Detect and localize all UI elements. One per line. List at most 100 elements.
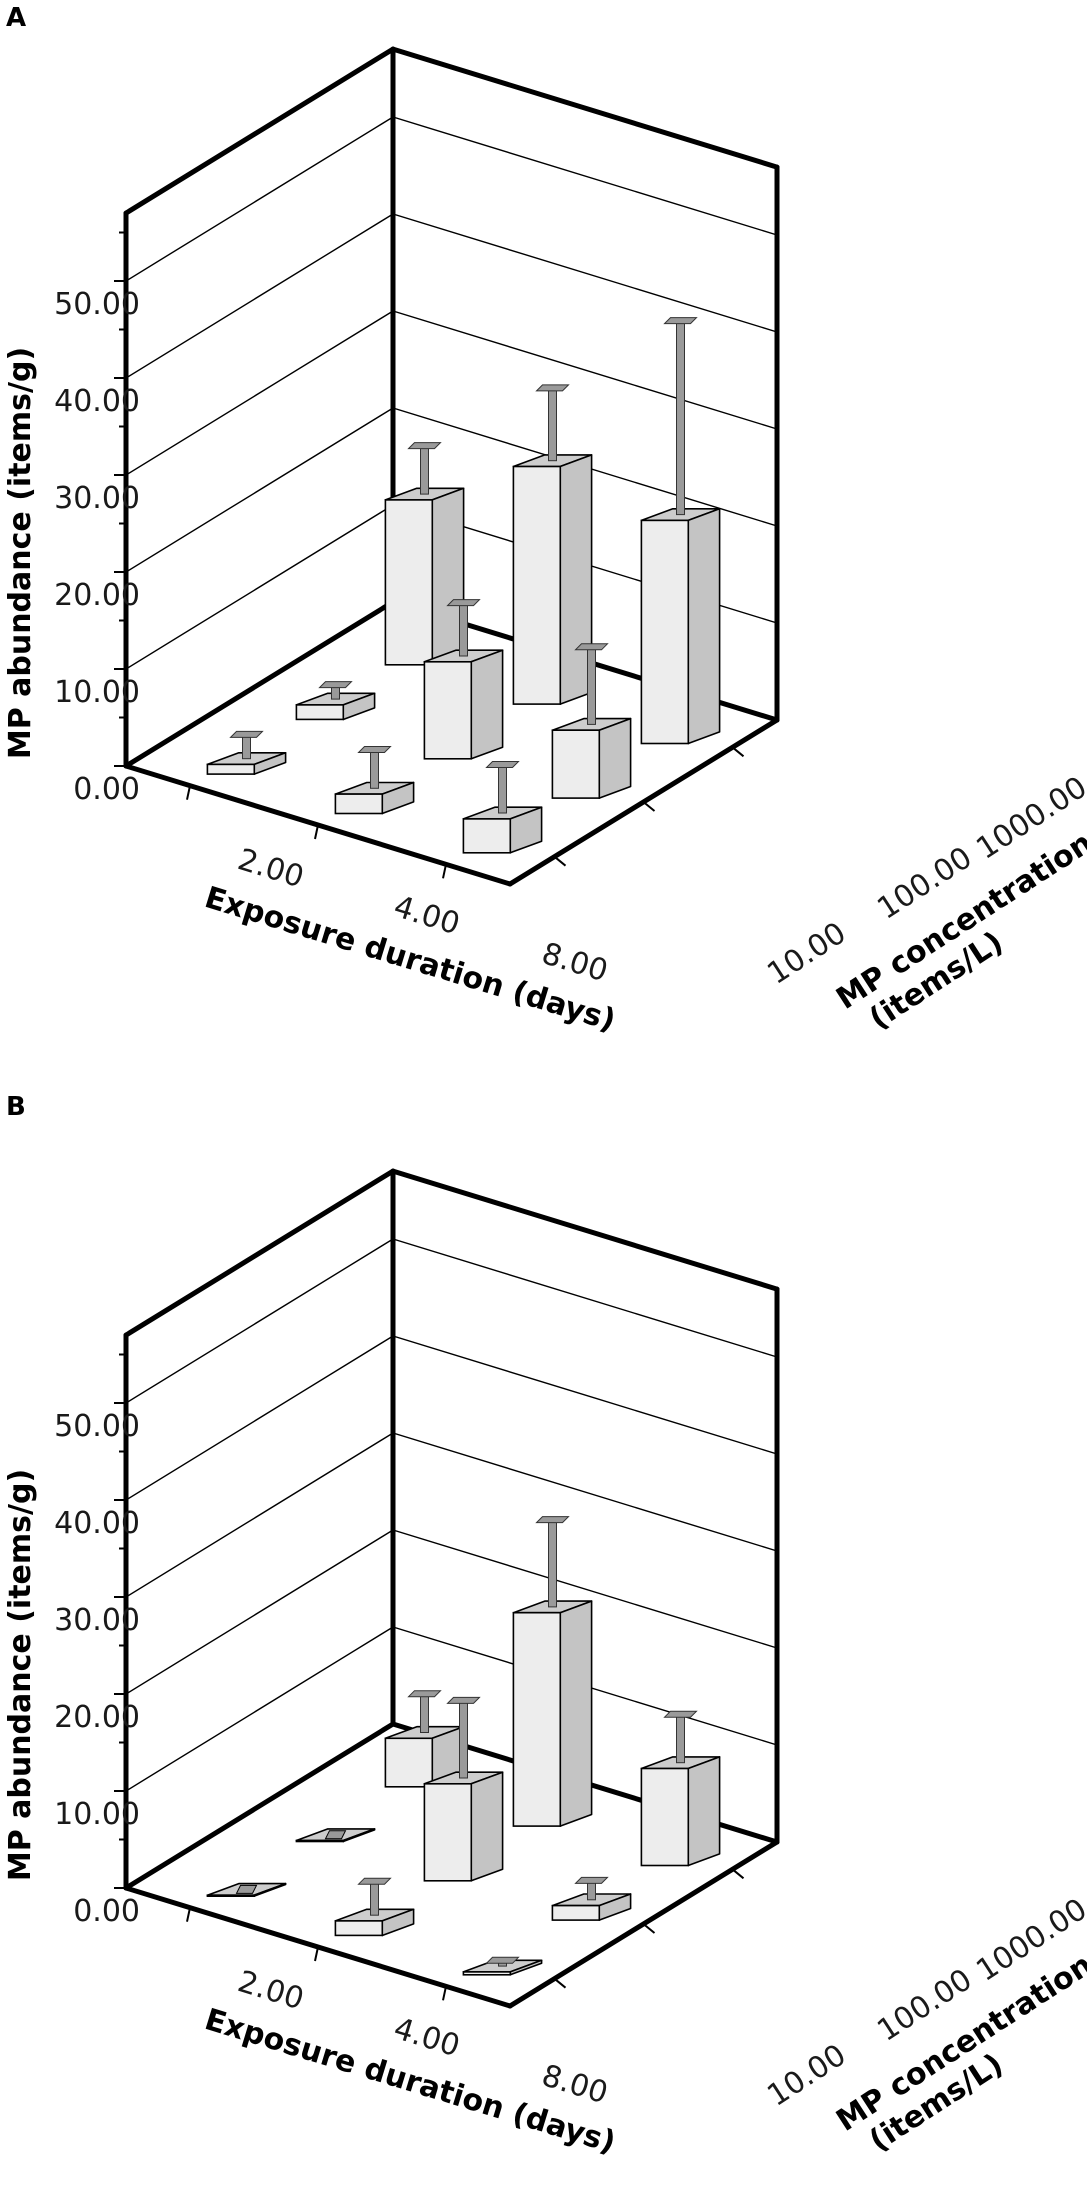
bar-4.00-days-10.00 [334, 1877, 415, 1937]
bar-4.00-days-1000.00 [512, 1516, 593, 1827]
x-tick-label: 8.00 [538, 2058, 612, 2111]
bar-2.00-days-1000.00 [384, 1690, 465, 1788]
bar-front [512, 1611, 562, 1827]
bar-side [687, 1756, 721, 1867]
error-bar-stem [676, 320, 685, 516]
z-tick-mark [731, 1868, 745, 1880]
error-bar-cap [535, 1516, 570, 1524]
error-bar [535, 384, 570, 462]
bar-front [423, 1782, 473, 1882]
bar-front [462, 1971, 512, 1976]
bar-side [598, 717, 632, 799]
error-bar-cap [663, 317, 698, 325]
x-tick-mark [442, 1986, 447, 2001]
error-bar-cap [574, 1876, 609, 1884]
x-tick-mark [314, 824, 319, 840]
bar-8.00-days-1000.00 [640, 317, 721, 745]
error-bar [574, 643, 609, 725]
bar-front [551, 1904, 601, 1921]
error-bar [485, 1956, 520, 1967]
error-bar [407, 1690, 442, 1734]
bar-8.00-days-100.00 [551, 643, 632, 799]
y-tick-label: 0.00 [73, 1894, 140, 1929]
bar-2.00-days-10.00 [206, 730, 287, 775]
x-tick-label: 2.00 [234, 842, 308, 895]
bar-side [470, 649, 504, 760]
y-tick-label: 0.00 [73, 772, 140, 807]
value-marker [324, 1830, 347, 1840]
bar-side [687, 507, 721, 745]
error-bar-stem [420, 445, 429, 495]
error-bar [229, 730, 264, 760]
error-bar-stem [548, 387, 557, 462]
z-tick-mark [731, 746, 745, 758]
y-axis-ticks: 0.00 10.00 20.00 30.00 40.00 50.00 [54, 1409, 140, 1929]
panel-letter: B [6, 1092, 26, 1122]
error-bar [446, 1696, 481, 1779]
error-bar-cap [574, 643, 609, 651]
x-tick-label: 8.00 [538, 936, 612, 989]
bar-4.00-days-10.00 [334, 746, 415, 815]
bar-2.00-days-100.00 [295, 1828, 376, 1843]
x-tick-mark [442, 864, 447, 879]
frame-edge [390, 1168, 780, 1292]
z-tick-mark [642, 1923, 656, 1934]
error-bar [357, 1877, 392, 1916]
bars-group [206, 1516, 721, 1976]
z-tick-mark [553, 855, 567, 867]
z-tick-label: 10.00 [761, 916, 852, 992]
error-bar [446, 599, 481, 657]
bar-8.00-days-100.00 [551, 1876, 632, 1921]
error-bar-stem [420, 1693, 429, 1734]
y-axis-title: MP abundance (items/g) [3, 347, 38, 759]
bar-side [559, 1600, 593, 1827]
bar-4.00-days-100.00 [423, 1696, 504, 1882]
error-bar-stem [548, 1519, 557, 1608]
error-bar-stem [676, 1713, 685, 1764]
error-bar-stem [587, 646, 596, 725]
z-tick-mark [642, 801, 656, 812]
bar-front [640, 519, 690, 745]
y-tick-label: 30.00 [54, 481, 140, 516]
bar-front [384, 499, 434, 666]
bar-side [470, 1771, 504, 1882]
error-bar [663, 317, 698, 516]
bar-front [295, 704, 345, 721]
bar-front [206, 763, 256, 775]
frame-edge [123, 1721, 396, 1891]
bar-8.00-days-1000.00 [640, 1710, 721, 1867]
error-bar-stem [498, 764, 507, 814]
bar-front [295, 1839, 345, 1843]
bar-front [423, 660, 473, 760]
error-bar-cap [318, 681, 353, 689]
x-tick-mark [186, 1907, 191, 1922]
error-bar-cap [485, 1956, 520, 1964]
bar-front [206, 1894, 256, 1898]
value-marker [235, 1884, 258, 1894]
y-tick-label: 20.00 [54, 578, 140, 613]
bar-4.00-days-1000.00 [512, 384, 593, 705]
y-tick-label: 50.00 [54, 287, 140, 322]
error-bar [574, 1876, 609, 1901]
y-tick-label: 50.00 [54, 1409, 140, 1444]
error-bar-stem [370, 1880, 379, 1916]
error-bar-cap [446, 599, 481, 607]
bar-front [512, 465, 562, 705]
bar-front [384, 1737, 434, 1788]
error-bar-stem [242, 733, 251, 760]
x-tick-mark [186, 785, 191, 800]
panel-a-chart: A 0.00 10.00 20.00 30.00 40.00 50.00 MP … [3, 3, 1087, 1039]
error-bar-cap [663, 1710, 698, 1718]
bar-8.00-days-10.00 [462, 1956, 543, 1976]
x-tick-label: 4.00 [390, 889, 464, 942]
gridline [125, 1238, 778, 1404]
error-bar-stem [459, 602, 468, 657]
x-tick-label: 2.00 [234, 1964, 308, 2017]
bar-2.00-days-100.00 [295, 681, 376, 721]
x-tick-label: 4.00 [390, 2011, 464, 2064]
bar-front [334, 793, 384, 815]
panel-letter: A [6, 3, 26, 33]
bar-side [559, 454, 593, 705]
gridline [125, 1432, 778, 1598]
